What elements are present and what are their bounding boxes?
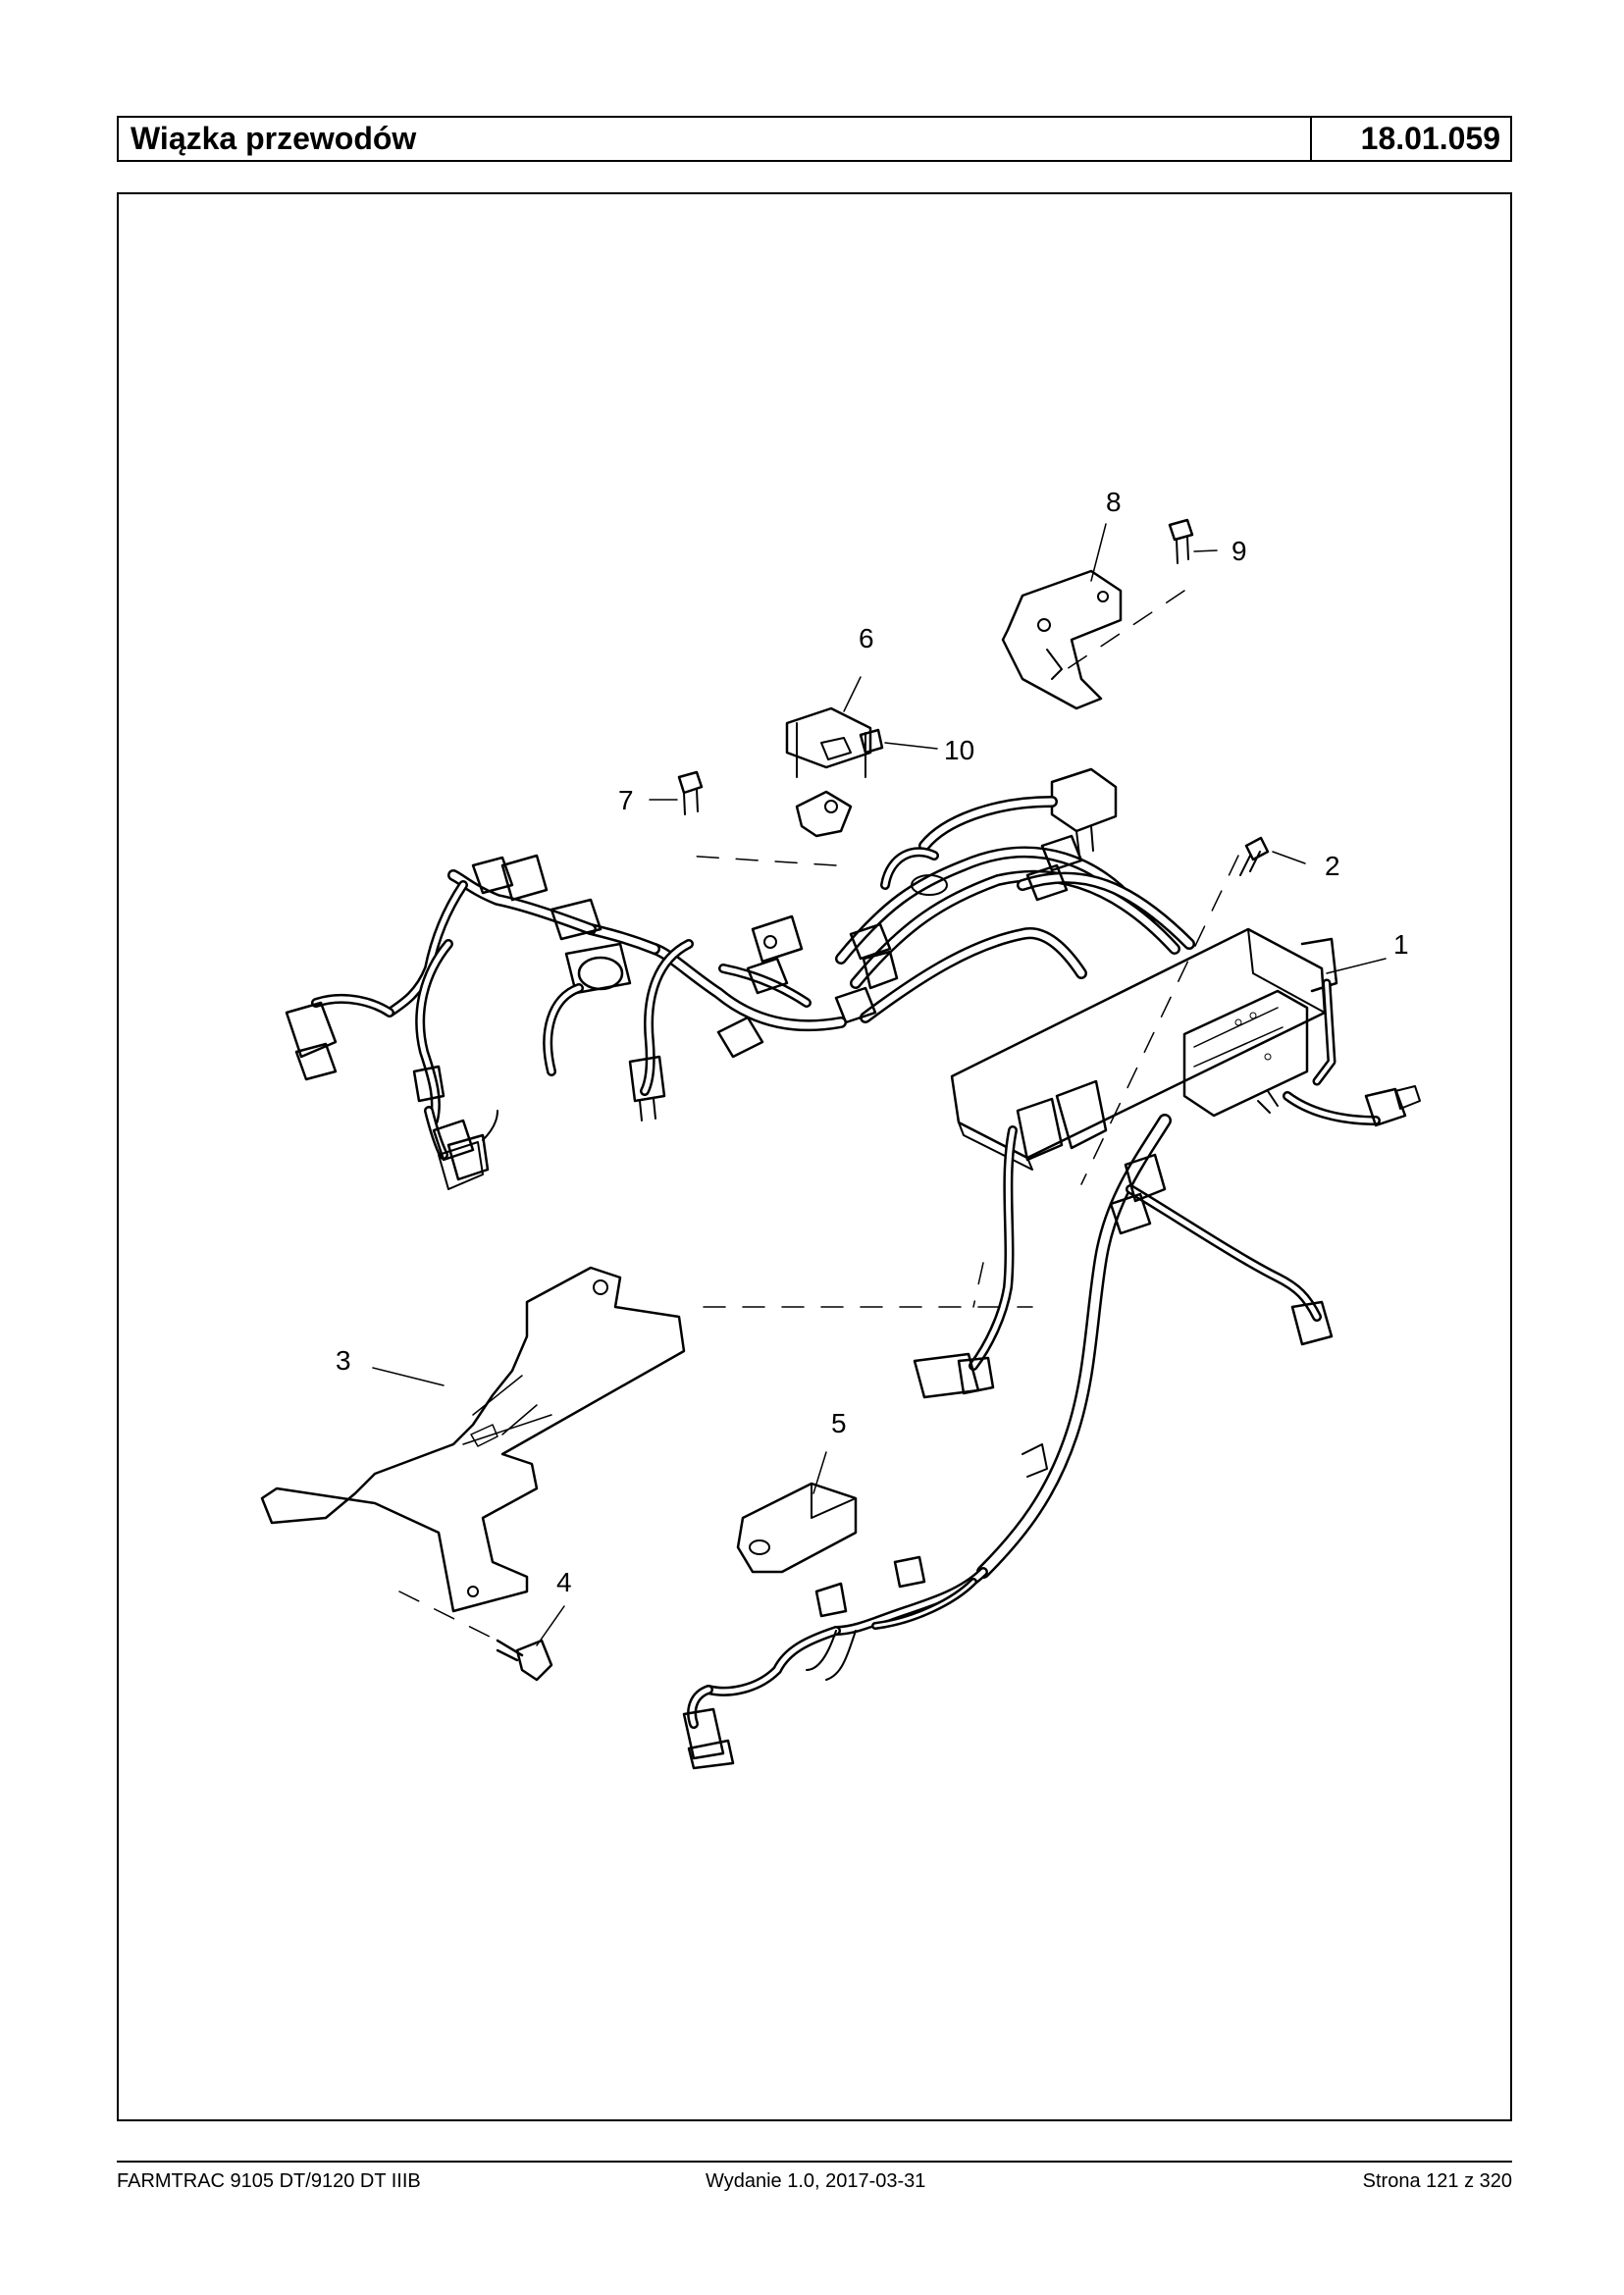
callout-1: 1	[1393, 929, 1409, 960]
footer-model: FARMTRAC 9105 DT/9120 DT IIIB	[117, 2170, 421, 2192]
footer-divider	[117, 2161, 1512, 2163]
callout-8: 8	[1106, 487, 1122, 517]
bolt-item-7	[677, 770, 704, 815]
footer-page-number: Strona 121 z 320	[1362, 2170, 1512, 2192]
bolt-item-4	[496, 1639, 553, 1682]
wiring-harness-part	[285, 767, 1421, 1770]
callout-10: 10	[944, 735, 974, 765]
callout-7: 7	[618, 785, 634, 815]
bracket-item-5	[736, 1482, 858, 1574]
mounting-bracket-item-3	[260, 1266, 686, 1613]
harness-control-module	[950, 927, 1327, 1160]
callout-9: 9	[1231, 536, 1247, 566]
section-code: 18.01.059	[1310, 118, 1510, 160]
leader-lines	[372, 523, 1387, 1646]
page-header: Wiązka przewodów 18.01.059	[117, 116, 1512, 162]
module-connector-block	[1182, 989, 1309, 1118]
wiring-harness-illustration: 1 2 3 4 5 6 7 8 9 10	[260, 487, 1421, 1770]
callout-2: 2	[1325, 851, 1340, 881]
page-footer: FARMTRAC 9105 DT/9120 DT IIIB Wydanie 1.…	[117, 2170, 1512, 2200]
bolt-item-2	[1239, 836, 1270, 876]
callout-4: 4	[556, 1567, 572, 1597]
callout-5: 5	[831, 1408, 847, 1438]
assembly-guide-lines	[398, 590, 1239, 1642]
clamp-item-6	[785, 706, 872, 838]
page-title: Wiązka przewodów	[131, 121, 417, 156]
exploded-parts-drawing: 1 2 3 4 5 6 7 8 9 10	[117, 192, 1512, 2121]
callout-3: 3	[336, 1345, 351, 1376]
callout-6: 6	[859, 623, 874, 653]
bolt-item-9	[1168, 518, 1194, 564]
footer-edition: Wydanie 1.0, 2017-03-31	[706, 2170, 926, 2192]
bracket-item-8	[1001, 569, 1123, 710]
clip-item-10	[859, 728, 884, 755]
